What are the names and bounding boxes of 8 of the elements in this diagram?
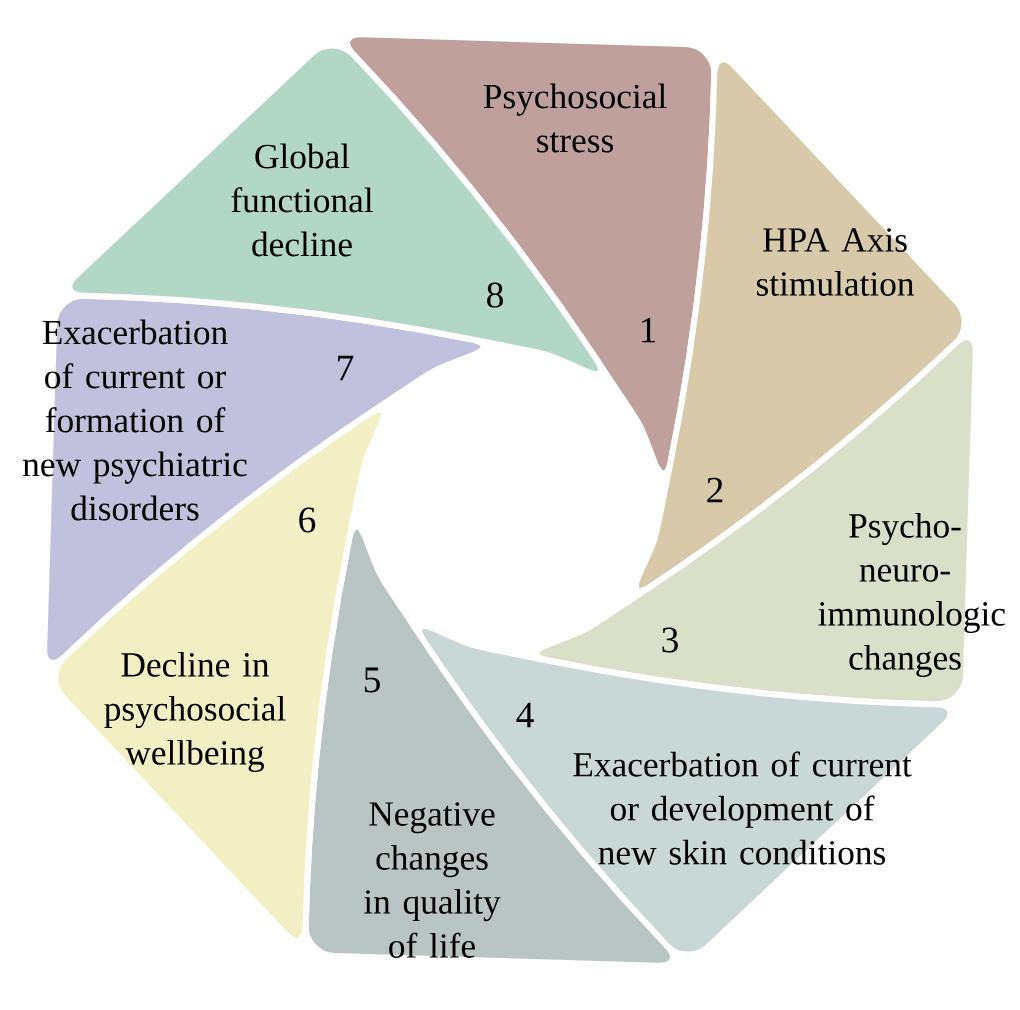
step-number: 8 xyxy=(487,282,503,308)
step-number: 6 xyxy=(299,507,316,533)
step-number: 3 xyxy=(662,627,678,653)
step-number: 7 xyxy=(338,355,354,381)
step-number: 4 xyxy=(516,702,534,728)
step-number: 5 xyxy=(364,667,380,693)
step-number: 2 xyxy=(707,477,723,503)
step-number: 1 xyxy=(641,317,656,343)
